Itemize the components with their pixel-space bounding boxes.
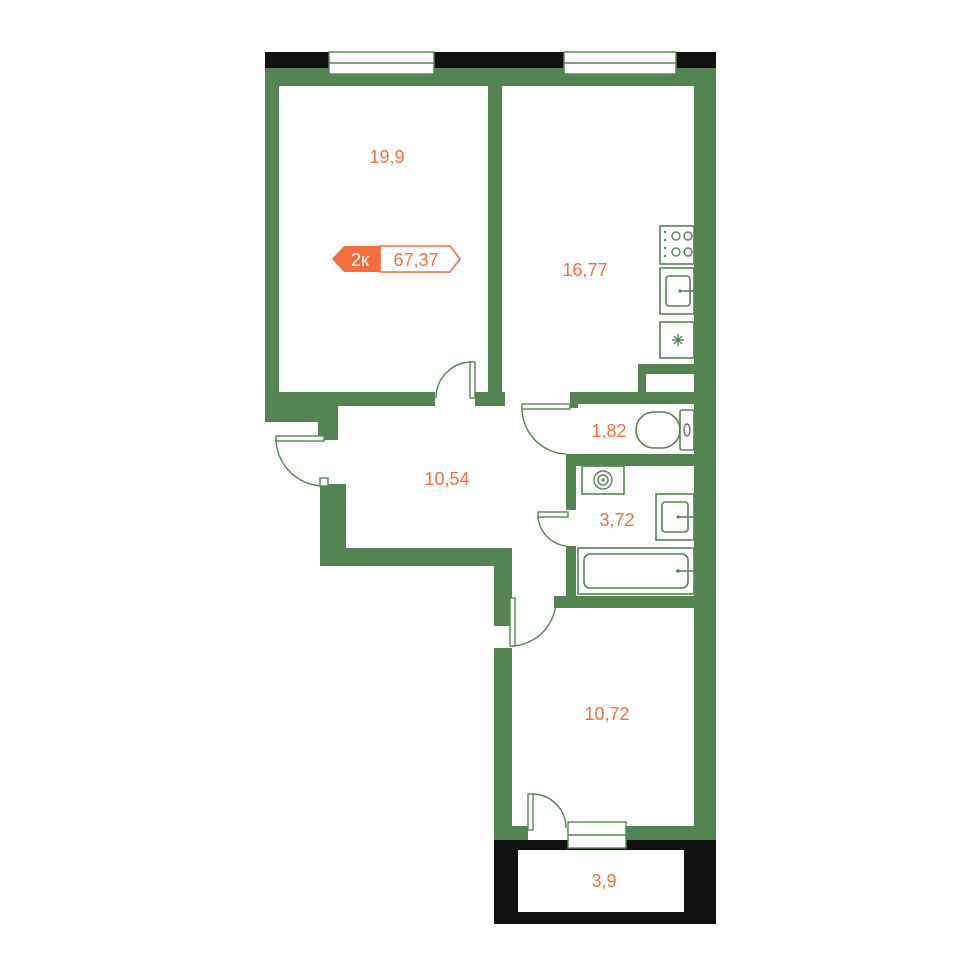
hall-area: 10,54 <box>424 469 469 489</box>
wall-bath-left <box>566 454 576 510</box>
area-badge: 2к 67,37 <box>332 245 462 273</box>
room-2-area: 16,77 <box>562 260 607 280</box>
room-labels: 19,9 16,77 10,54 1,82 3,72 10,72 3,9 <box>369 147 634 891</box>
stove-icon <box>659 225 695 265</box>
door-swing-icon <box>275 435 329 487</box>
balcony-floor <box>518 850 684 912</box>
columns <box>265 52 716 924</box>
total-area-label: 67,37 <box>393 250 438 270</box>
bathroom-area: 3,72 <box>599 510 634 530</box>
door-swing-icon <box>509 597 557 647</box>
toilet-icon <box>635 409 695 451</box>
doors <box>275 361 571 831</box>
wall-kitchen-niche-side <box>638 364 646 396</box>
walls <box>265 68 716 924</box>
sink-icon <box>655 493 695 541</box>
wall-bath-left-low <box>566 546 576 602</box>
column-top-left <box>265 52 329 68</box>
window-icon <box>563 51 677 75</box>
column-top-right <box>676 52 716 68</box>
balcony-area: 3,9 <box>591 871 616 891</box>
wall-entry-jamb-2 <box>318 400 338 440</box>
fridge-icon <box>659 321 695 359</box>
wall-wc-left <box>570 392 578 408</box>
wall-kitchen-niche <box>638 364 700 374</box>
room-1-area: 19,9 <box>369 147 404 167</box>
wall-partition-1-2 <box>488 68 502 406</box>
kitchen <box>659 225 695 359</box>
wc-area: 1,82 <box>591 421 626 441</box>
bathroom-fixtures <box>577 465 695 595</box>
wall-wc-bottom <box>566 454 700 466</box>
wall-wc-top <box>570 392 700 404</box>
washing-machine-icon <box>581 465 625 495</box>
sink-icon <box>659 267 695 315</box>
wall-right <box>694 68 716 924</box>
room-3-area: 10,72 <box>584 704 629 724</box>
window-icon <box>567 821 627 849</box>
wall-left-room-1 <box>265 68 279 422</box>
wall-hall-bottom <box>320 548 512 566</box>
door-swing-icon <box>435 361 476 399</box>
window-icon <box>328 51 435 75</box>
room-count-label: 2к <box>351 250 369 270</box>
door-swing-icon <box>521 403 571 455</box>
column-top-mid <box>434 52 564 68</box>
door-swing-icon <box>537 511 569 547</box>
wall-corridor-left <box>494 548 512 626</box>
wall-bath-bottom <box>554 596 700 608</box>
windows <box>328 51 677 849</box>
door-swing-icon <box>527 793 567 831</box>
bathtub-icon <box>577 547 695 595</box>
